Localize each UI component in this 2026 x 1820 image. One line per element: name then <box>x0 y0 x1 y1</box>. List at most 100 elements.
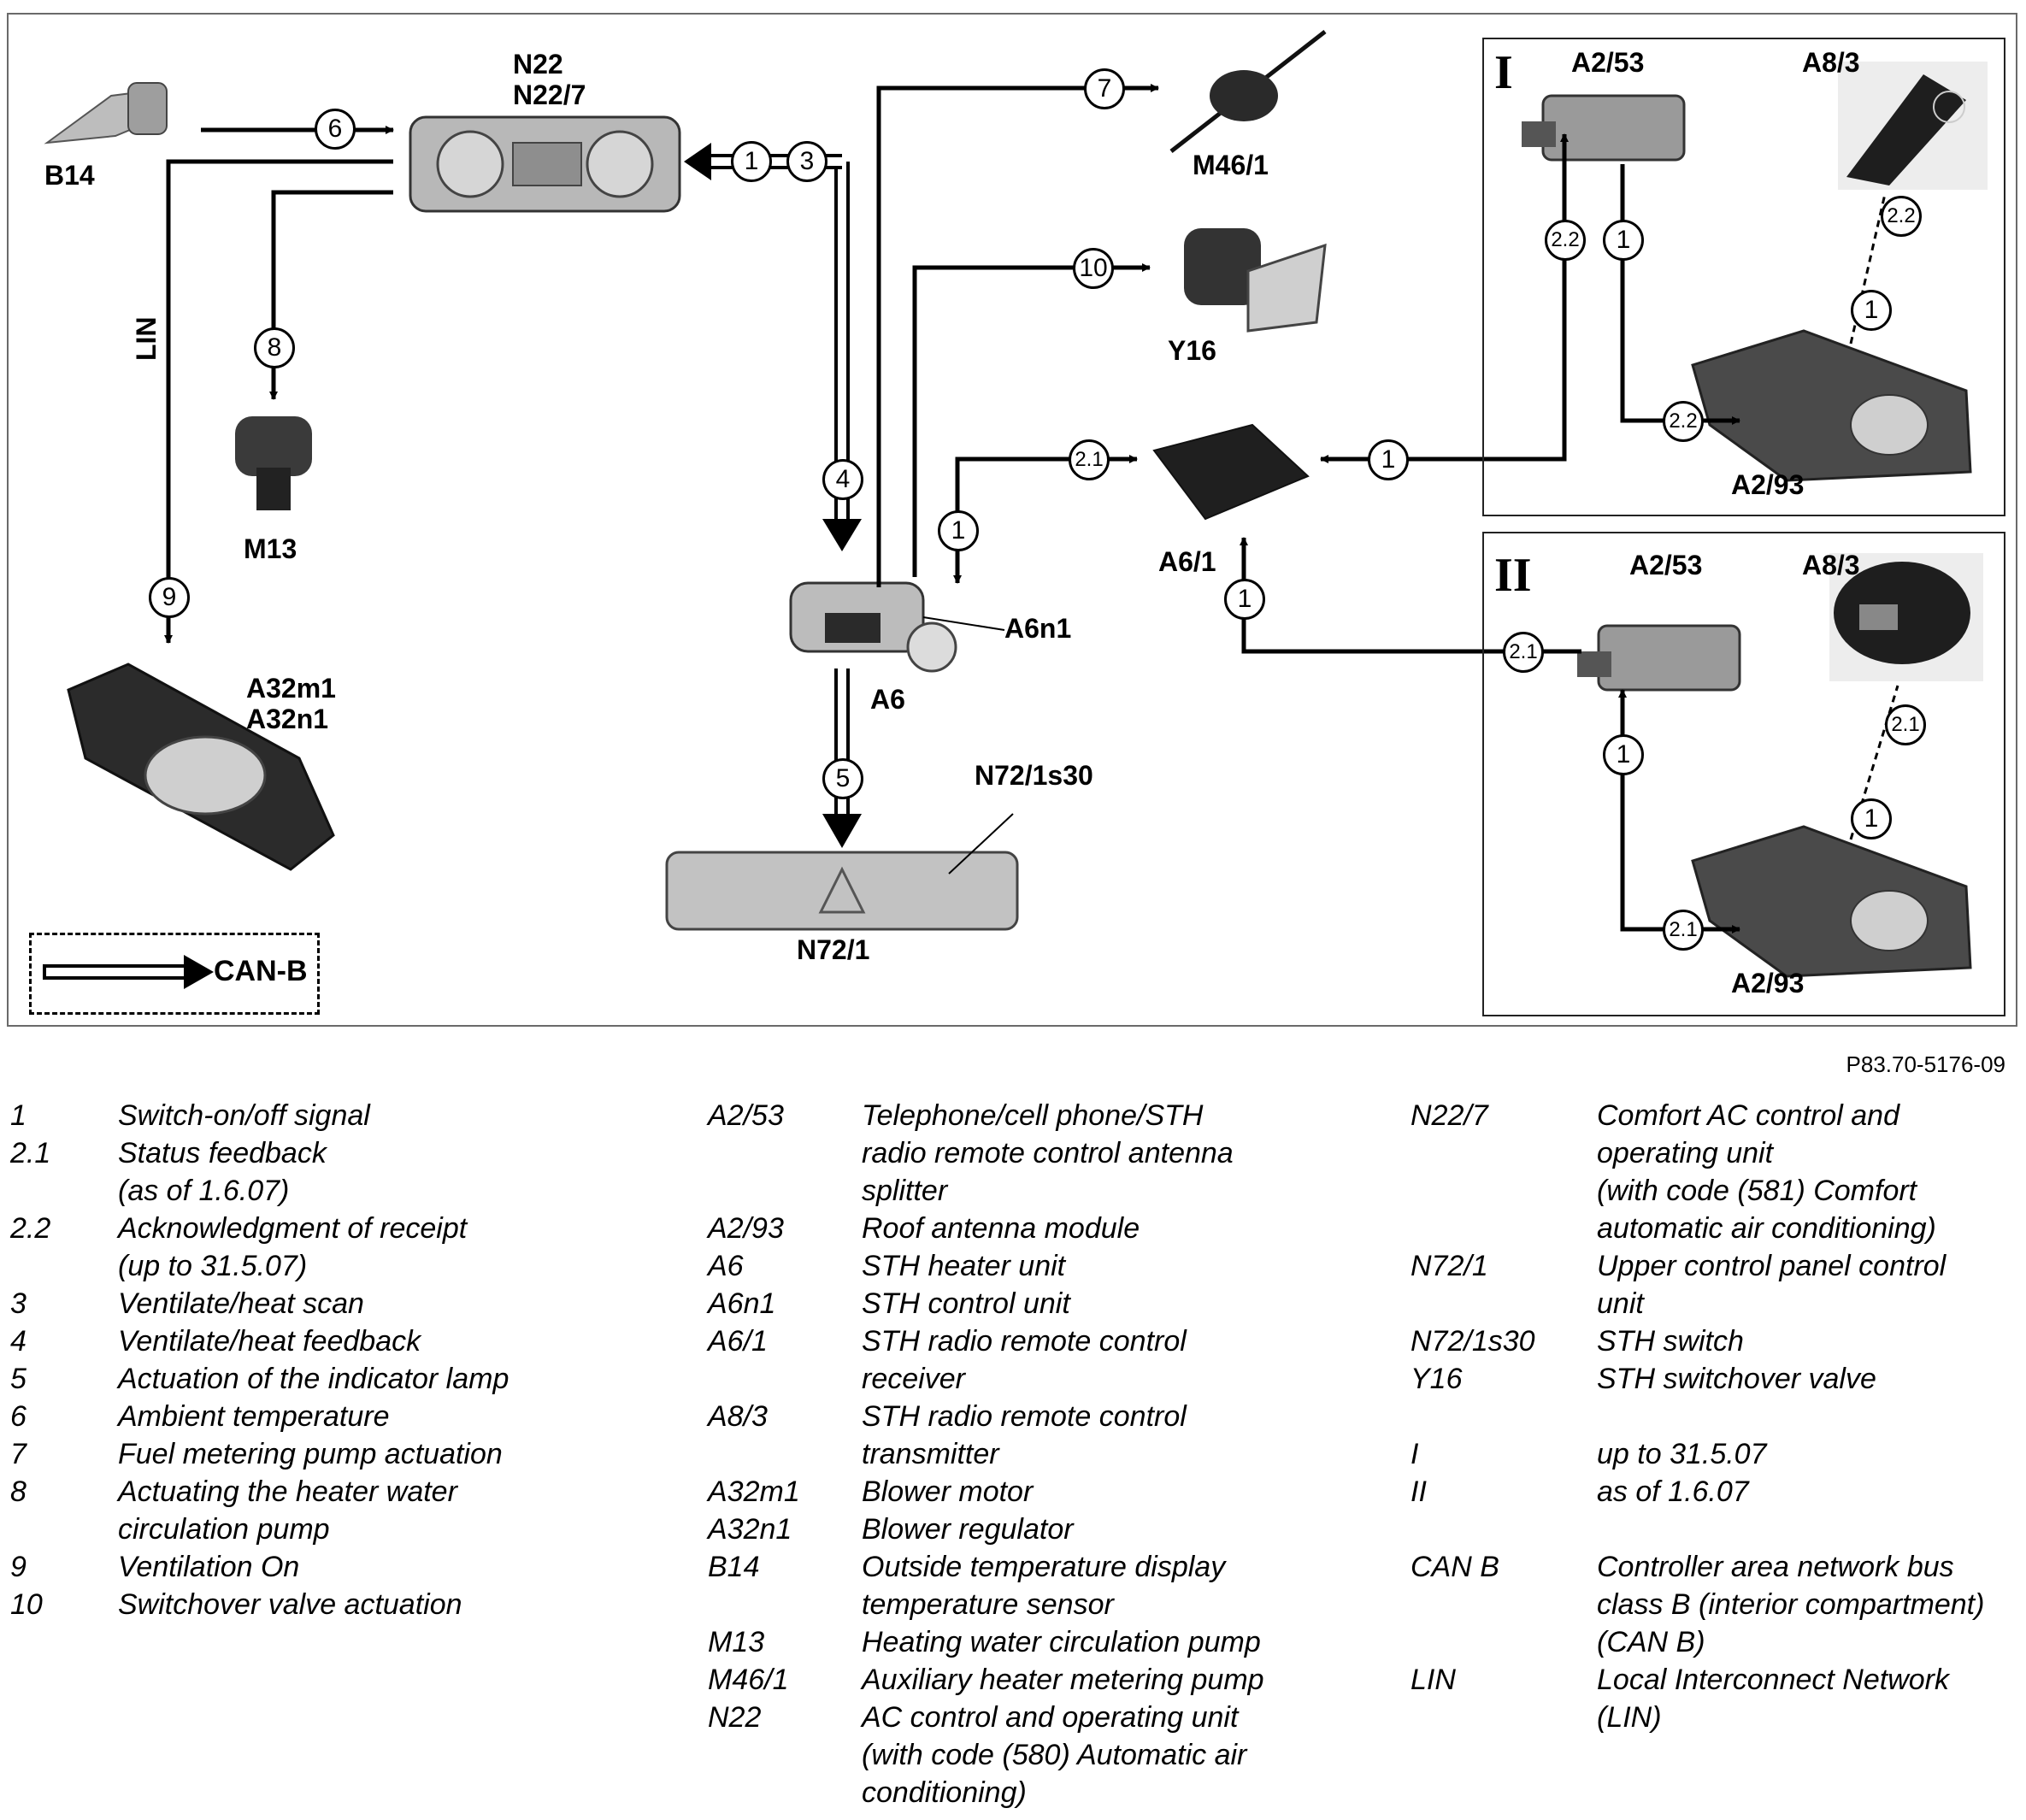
legend-key: N72/1s30 <box>1411 1325 1535 1358</box>
signal-badge-10: 10 <box>1073 248 1114 289</box>
box2-label-a2-93: A2/93 <box>1731 968 1805 998</box>
legend-key: A6 <box>708 1250 744 1282</box>
label-a6n1: A6n1 <box>1004 613 1072 644</box>
box2-signal-badge-2-1-radio: 2.1 <box>1885 704 1926 745</box>
legend-value: Ventilate/heat scan <box>118 1287 364 1320</box>
legend-value: Fuel metering pump actuation <box>118 1438 503 1470</box>
box2-signal-badge-2-1-a: 2.1 <box>1503 632 1544 673</box>
legend-row: 3 Ventilate/heat scan <box>10 1285 686 1322</box>
can-b-legend-label: CAN-B <box>214 955 308 987</box>
box2-signal-badge-1-a: 1 <box>1603 734 1644 775</box>
legend-key: 5 <box>10 1363 27 1395</box>
legend-value: STH heater unit <box>862 1250 1066 1282</box>
legend-value: Switchover valve actuation <box>118 1588 462 1621</box>
signal-badge-9: 9 <box>149 577 190 618</box>
box1-a8-3-image <box>1838 62 1988 190</box>
label-n22: N22 <box>513 49 563 80</box>
legend-key: A2/53 <box>708 1099 784 1132</box>
section-ii-numeral: II <box>1494 549 1532 602</box>
section-box-i <box>1482 38 2005 516</box>
legend-value: STH radio remote control receiver <box>862 1325 1187 1395</box>
label-a32m1: A32m1 <box>246 673 336 704</box>
m13-pump-image <box>235 416 312 510</box>
legend-value: Auxiliary heater metering pump <box>862 1664 1264 1696</box>
legend-key: 4 <box>10 1325 27 1358</box>
legend-key: A2/93 <box>708 1212 784 1245</box>
legend-value: Comfort AC control and operating unit (w… <box>1597 1099 1936 1245</box>
legend-key: N22 <box>708 1701 762 1734</box>
legend-value: Blower regulator <box>862 1513 1074 1546</box>
label-n22-7: N22/7 <box>513 80 586 110</box>
signal-badge-1-a6: 1 <box>938 510 979 551</box>
label-a6: A6 <box>870 684 905 715</box>
box1-a2-53-image <box>1522 94 1686 162</box>
n22-control-panel-image <box>409 115 681 213</box>
legend-key: Y16 <box>1411 1363 1463 1395</box>
legend-key: 2.1 <box>10 1137 51 1169</box>
legend-key: 8 <box>10 1475 27 1508</box>
legend-value: Blower motor <box>862 1475 1034 1508</box>
signal-badge-1-box1-to-a6-1: 1 <box>1368 439 1409 480</box>
legend-row: 2.1 Status feedback (as of 1.6.07) <box>10 1134 686 1210</box>
a32-blower-image <box>67 663 335 871</box>
label-m13: M13 <box>244 533 297 564</box>
legend-key: 3 <box>10 1287 27 1320</box>
a6-heater-image <box>789 581 957 673</box>
legend-key: M46/1 <box>708 1664 789 1696</box>
legend-value: STH radio remote control transmitter <box>862 1400 1187 1470</box>
wiring-diagram: CAN-B B14 N22 N22/7 M13 LIN A32m1 A32n1 … <box>7 13 2017 1027</box>
signal-badge-3: 3 <box>786 141 827 182</box>
legend-value: Status feedback (as of 1.6.07) <box>118 1137 327 1207</box>
signal-badge-4: 4 <box>822 459 863 500</box>
box1-signal-badge-2-2-b: 2.2 <box>1663 401 1704 442</box>
legend-components: A2/53 Telephone/cell phone/STH radio remo… <box>708 1097 1375 1811</box>
figure-code: P83.70-5176-09 <box>1846 1051 2005 1077</box>
legend-row: A32n1 Blower regulator <box>708 1511 1375 1548</box>
legend-key: N22/7 <box>1411 1099 1488 1132</box>
diagram-lines <box>43 30 1988 989</box>
legend-value: Local Interconnect Network (LIN) <box>1597 1664 1949 1734</box>
legend-value: Acknowledgment of receipt (up to 31.5.07… <box>118 1212 468 1282</box>
legend-value: Switch-on/off signal <box>118 1099 370 1132</box>
legend-value: Ambient temperature <box>118 1400 390 1433</box>
signal-badge-2-1-a6: 2.1 <box>1069 439 1110 480</box>
signal-badge-5: 5 <box>822 758 863 799</box>
legend-value: STH switchover valve <box>1597 1363 1876 1395</box>
label-lin: LIN <box>131 316 162 361</box>
legend-key: A32n1 <box>708 1513 792 1546</box>
legend-row: A2/53 Telephone/cell phone/STH radio remo… <box>708 1097 1375 1210</box>
legend-value: STH control unit <box>862 1287 1070 1320</box>
legend-row: A8/3 STH radio remote control transmitter <box>708 1398 1375 1473</box>
label-b14: B14 <box>44 160 95 191</box>
box1-label-a2-53: A2/53 <box>1571 47 1645 78</box>
legend-spacer <box>1411 1398 2022 1435</box>
legend-row: A6/1 STH radio remote control receiver <box>708 1322 1375 1398</box>
legend-key: A6/1 <box>708 1325 768 1358</box>
box1-signal-badge-2-2-radio: 2.2 <box>1881 196 1922 237</box>
box1-signal-badge-1-a: 1 <box>1603 220 1644 261</box>
legend-key: 9 <box>10 1551 27 1583</box>
label-a6-1: A6/1 <box>1158 546 1216 577</box>
box2-signal-badge-1-radio: 1 <box>1851 798 1892 839</box>
n72-control-panel-image <box>665 851 1019 931</box>
legend-row: Y16 STH switchover valve <box>1411 1360 2022 1398</box>
legend-value: Actuating the heater water circulation p… <box>118 1475 457 1546</box>
legend-value: Telephone/cell phone/STH radio remote co… <box>862 1099 1234 1207</box>
section-i-numeral: I <box>1494 46 1513 99</box>
legend-key: A8/3 <box>708 1400 768 1433</box>
